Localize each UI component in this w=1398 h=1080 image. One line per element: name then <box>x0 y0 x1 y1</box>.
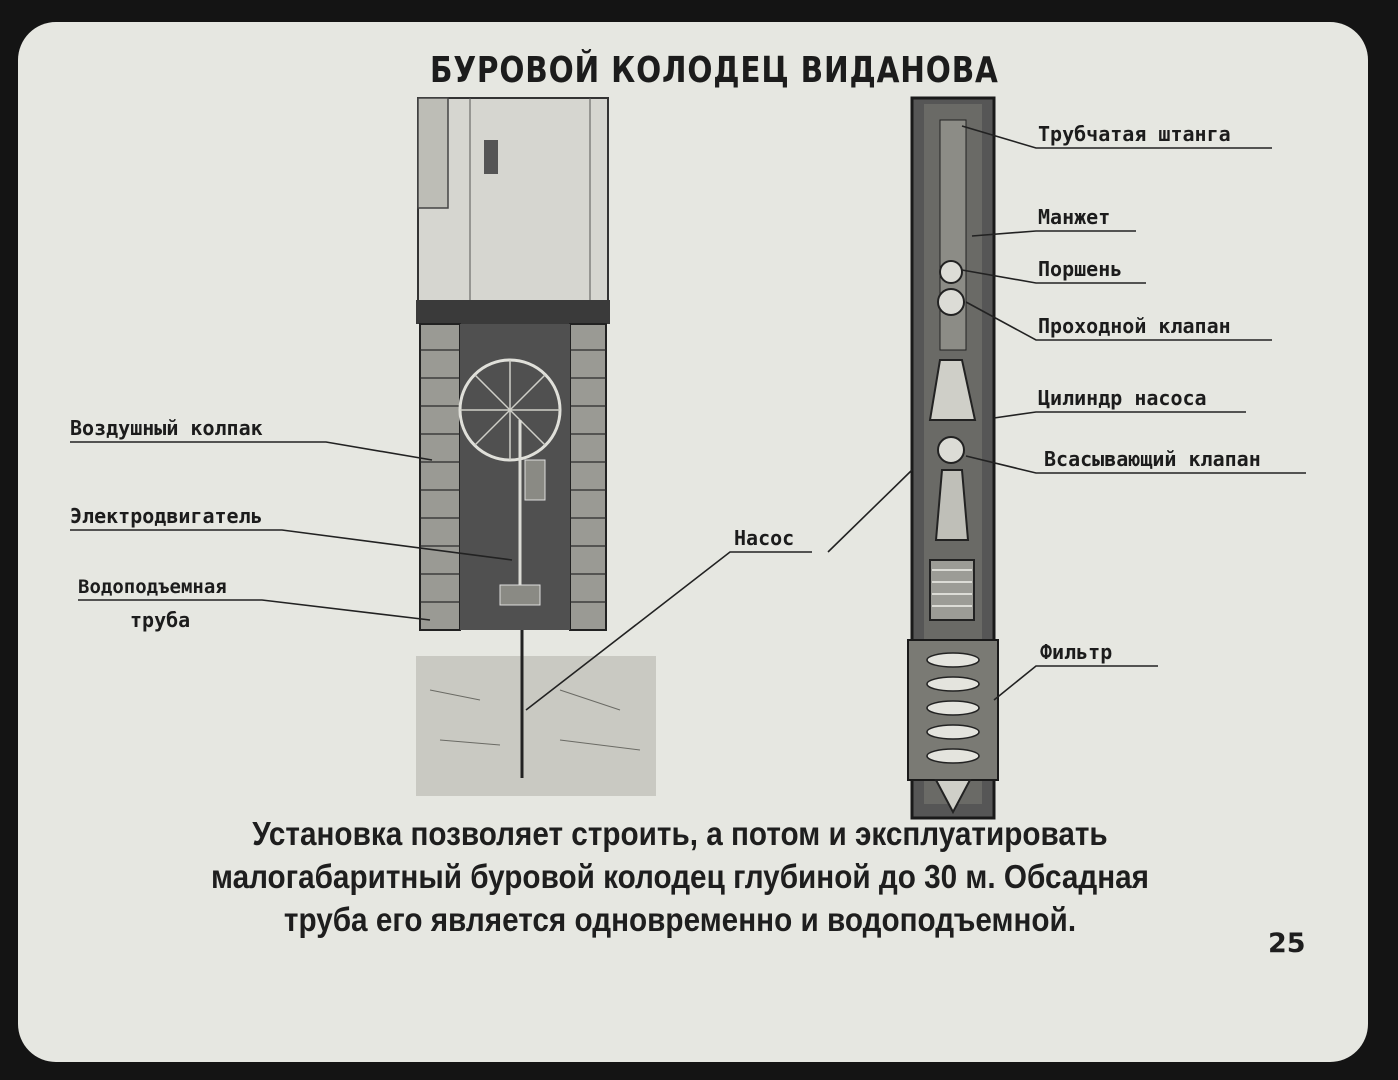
label-pump: Насос <box>734 526 795 550</box>
label-motor: Электродвигатель <box>70 504 263 528</box>
label-suction-valve: Всасывающий клапан <box>1044 447 1261 471</box>
label-filter: Фильтр <box>1040 640 1113 664</box>
slide-caption: Установка позволяет строить, а потом и э… <box>210 815 1149 938</box>
label-piston: Поршень <box>1038 257 1123 281</box>
label-cylinder: Цилиндр насоса <box>1038 386 1207 410</box>
house-cutaway-illustration <box>416 97 656 796</box>
label-cuff: Манжет <box>1038 205 1111 229</box>
label-rod: Трубчатая штанга <box>1038 122 1231 146</box>
label-air-cap: Воздушный колпак <box>70 416 263 440</box>
label-riser-line2: труба <box>130 608 191 632</box>
page-number: 25 <box>1268 928 1306 959</box>
label-pass-valve: Проходной клапан <box>1038 314 1231 338</box>
slide-frame <box>18 22 1368 1062</box>
pump-cross-section-illustration <box>907 96 999 820</box>
leader-lines <box>70 125 1306 711</box>
label-riser-line1: Водоподъемная <box>78 576 227 598</box>
slide-title: БУРОВОЙ КОЛОДЕЦ ВИДАНОВА <box>430 50 999 91</box>
